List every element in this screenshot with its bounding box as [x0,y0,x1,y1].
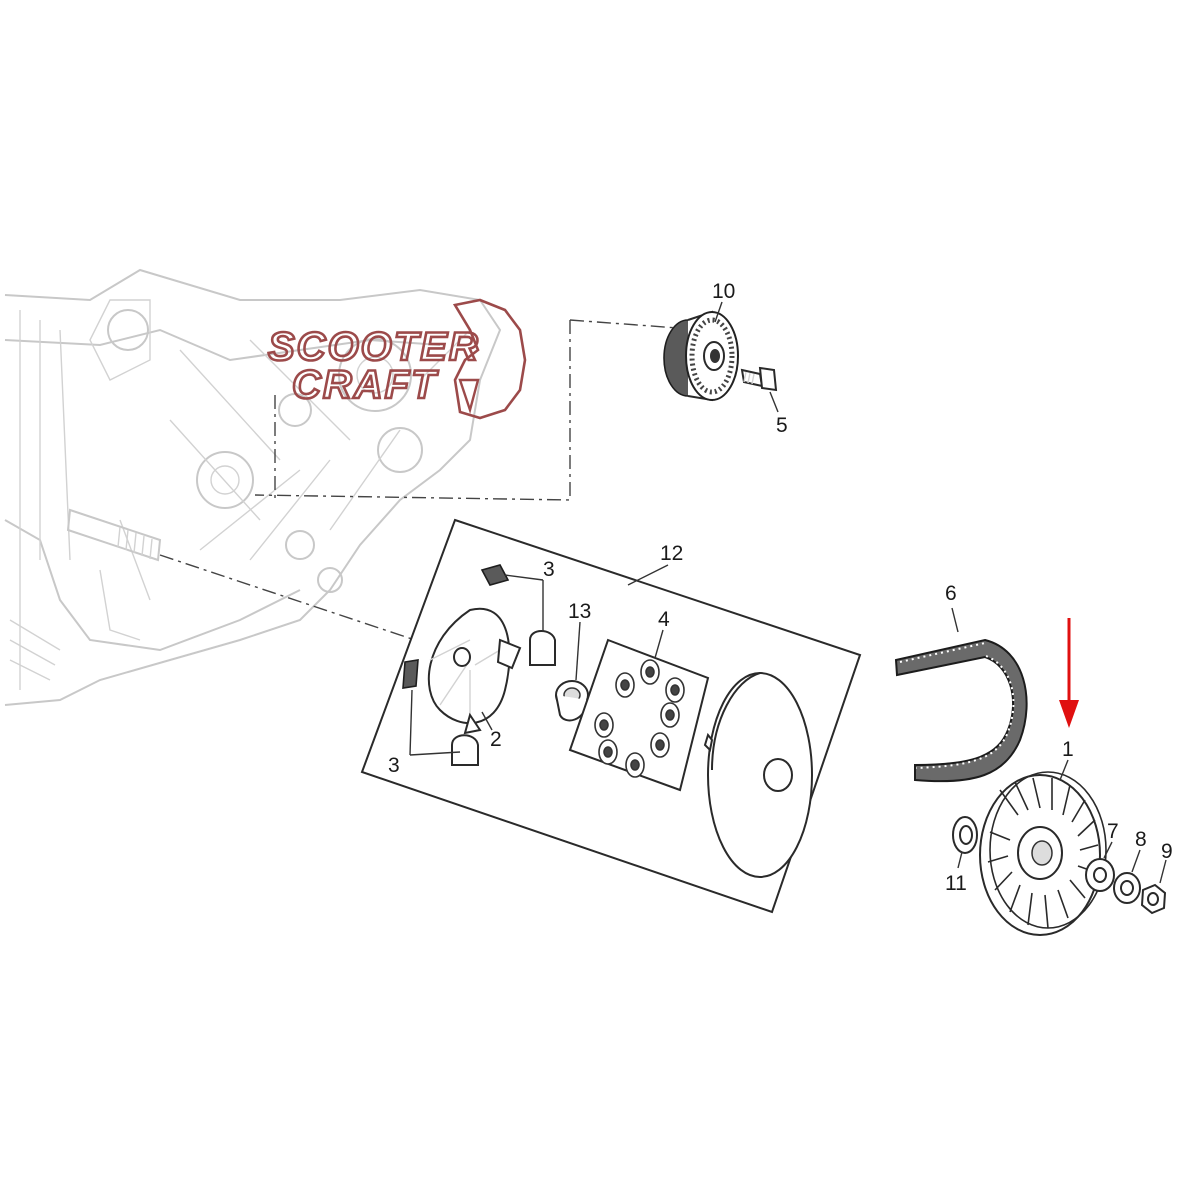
callout-12: 12 [660,542,683,565]
callout-13: 13 [568,600,591,623]
callout-6: 6 [945,582,957,605]
crankcase-ghost [4,268,502,706]
washer-7 [1085,858,1115,892]
callout-3-top: 3 [543,558,555,581]
variator-disc [703,672,813,878]
drive-belt [894,638,1028,783]
svg-text:SCOOTER: SCOOTER [268,325,480,369]
svg-text:CRAFT: CRAFT [292,363,439,407]
nut-9 [1140,883,1167,915]
ramp-plate [427,607,522,735]
callout-7: 7 [1107,820,1119,843]
washer-8 [1113,872,1141,904]
callout-3-bottom: 3 [388,754,400,777]
bushing [555,680,589,722]
callout-11: 11 [945,872,967,895]
callout-10: 10 [712,280,735,303]
fixed-pulley-half [979,771,1107,936]
callout-2: 2 [490,728,502,751]
callout-9: 9 [1161,840,1173,863]
callout-5: 5 [776,414,788,437]
callout-labels: 10 5 12 3 13 4 2 3 6 1 11 7 8 9 [388,280,1173,895]
leader-lines [409,301,1167,884]
idler-pulley [663,310,739,402]
sliders [402,564,556,766]
highlight-arrow [1059,618,1079,728]
idler-bolt [740,366,778,392]
callout-8: 8 [1135,828,1147,851]
callout-1: 1 [1062,738,1074,761]
washer-11 [952,816,978,854]
scooter-craft-logo: SCOOTER CRAFT [267,298,527,420]
callout-4: 4 [658,608,670,631]
roller-weights [568,638,710,792]
